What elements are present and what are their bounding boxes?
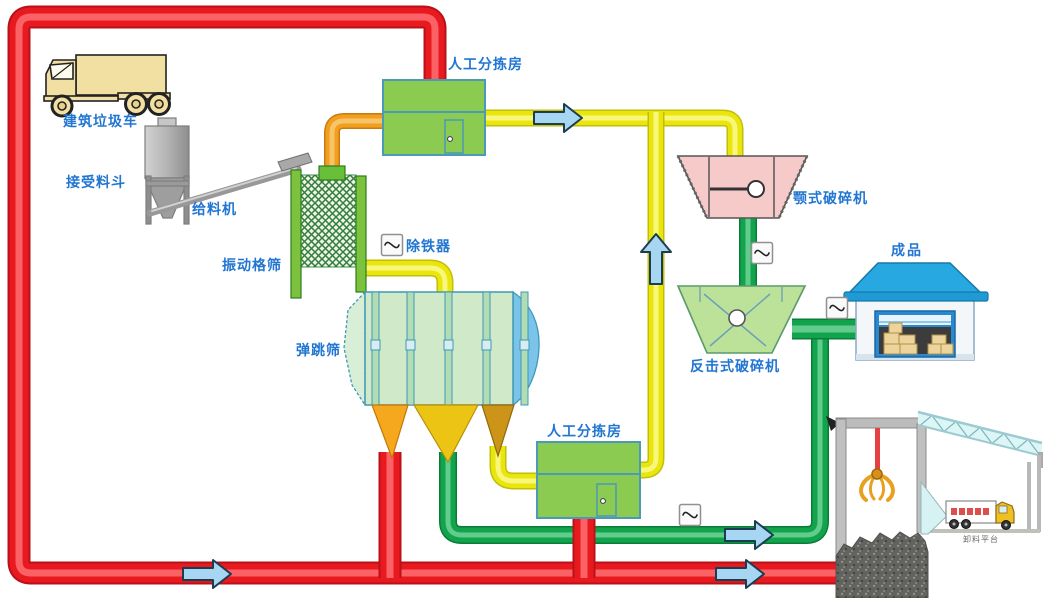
vibrator-icon-jaw-discharge [750, 241, 774, 265]
finished-product-warehouse-icon [843, 262, 989, 361]
label-sorting-room-1: 人工分拣房 [448, 57, 523, 73]
label-impact-crusher: 反击式破碎机 [690, 359, 780, 375]
vibrating-grid-screen-icon [290, 165, 367, 299]
label-waste-truck: 建筑垃圾车 [63, 114, 138, 130]
vibrator-icon-warehouse-feed [825, 296, 849, 320]
label-jaw-crusher: 颚式破碎机 [793, 191, 868, 207]
pipe-yellow-cone3-to-sorting2 [498, 446, 540, 481]
unloading-platform-illustration [826, 410, 1043, 598]
cone-left [371, 404, 409, 460]
label-sorting-room-2: 人工分拣房 [547, 424, 622, 440]
stacked-boxes [883, 322, 954, 355]
dump-truck-icon [945, 500, 1015, 530]
receiving-hopper-icon [144, 117, 190, 225]
label-finished-product: 成品 [891, 243, 923, 259]
manual-sorting-room-1-building [382, 79, 486, 156]
gantry-bracket [826, 416, 840, 431]
flow-arrow-up-riser [640, 233, 672, 285]
flow-arrow-right-red-left [182, 559, 232, 589]
label-feeder: 给料机 [192, 202, 237, 218]
dump-chute [920, 480, 948, 535]
waste-truck-icon [43, 54, 171, 118]
label-iron-remover: 除铁器 [406, 239, 451, 255]
jaw-crusher-icon [676, 155, 809, 219]
label-unloading-caption: 卸料平台 [963, 535, 999, 544]
truss-roof [917, 410, 1043, 468]
shed-column-1 [1027, 462, 1031, 532]
manual-sorting-room-2-building [536, 441, 641, 519]
crane-cable [875, 428, 880, 472]
gantry-beam [835, 417, 927, 429]
vibrator-icon-green-line [678, 503, 702, 527]
cone-middle [412, 404, 479, 464]
grab-claw-icon [859, 468, 895, 502]
flow-arrow-right-green [724, 520, 774, 550]
vibrator-icon-iron-remover [380, 233, 404, 257]
label-vibrating-screen: 振动格筛 [222, 258, 282, 274]
shed-column-2 [1037, 455, 1041, 532]
flow-arrow-right-red-mid [715, 559, 765, 589]
label-receiving-hopper: 接受料斗 [66, 175, 126, 191]
discharge-cones [371, 404, 515, 464]
cone-right [481, 404, 515, 459]
label-bouncing-screen: 弹跳筛 [296, 343, 341, 359]
impact-crusher-icon [676, 285, 807, 354]
waste-pile [835, 531, 929, 598]
bouncing-screen-icon [343, 290, 540, 408]
feeder-conveyor-icon [146, 152, 313, 217]
ground-line [918, 529, 1040, 533]
pipe-yellow-riser-sorting2 [634, 112, 656, 470]
flow-arrow-right-top [533, 103, 583, 133]
